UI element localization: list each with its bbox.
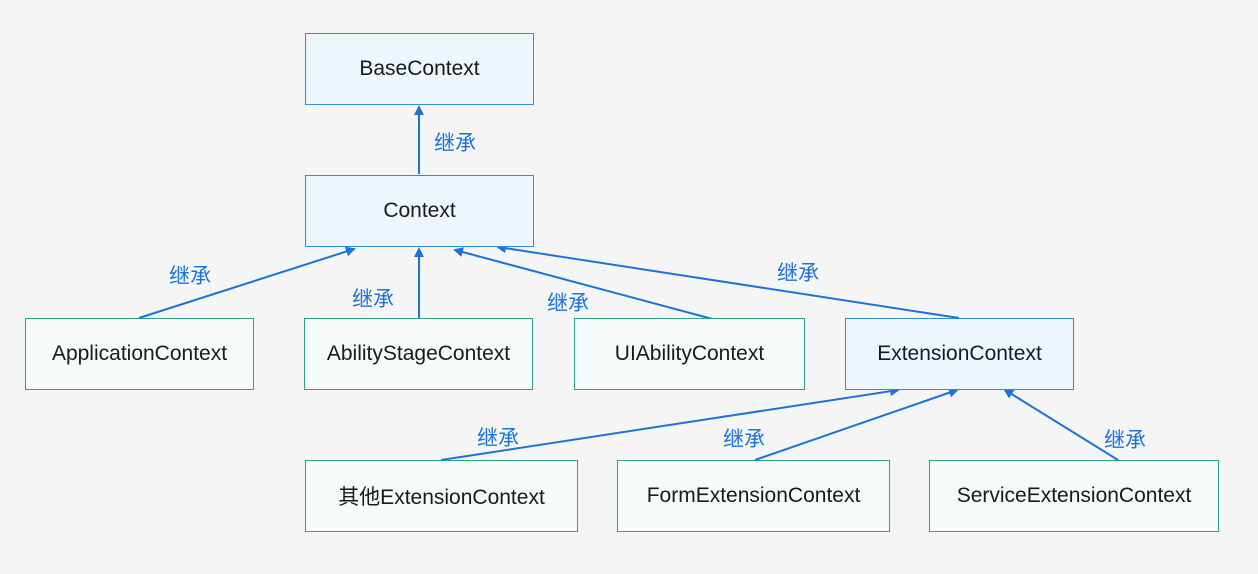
- inheritance-arrow: [1003, 388, 1119, 461]
- edge-label: 继承: [169, 264, 211, 288]
- ability-stage-context-node: AbilityStageContext: [304, 318, 533, 390]
- service-extension-context-node: ServiceExtensionContext: [929, 460, 1219, 532]
- edge-label: 继承: [1104, 428, 1146, 452]
- base-context-node: BaseContext: [305, 33, 534, 105]
- context-node: Context: [305, 175, 534, 247]
- edge-label: 继承: [547, 291, 589, 315]
- application-context-node: ApplicationContext: [25, 318, 254, 390]
- inheritance-arrow: [754, 387, 959, 461]
- edge-label: 继承: [352, 287, 394, 311]
- inheritance-arrow: [440, 386, 900, 461]
- uiability-context-node: UIAbilityContext: [574, 318, 805, 390]
- inheritance-arrow: [496, 243, 960, 319]
- edge-label: 继承: [434, 131, 476, 155]
- edge-label: 继承: [777, 261, 819, 285]
- inheritance-arrow: [453, 247, 721, 322]
- inheritance-arrow: [138, 246, 356, 319]
- edge-label: 继承: [723, 427, 765, 451]
- other-extension-context-node: 其他ExtensionContext: [305, 460, 578, 532]
- form-extension-context-node: FormExtensionContext: [617, 460, 890, 532]
- extension-context-node: ExtensionContext: [845, 318, 1074, 390]
- edge-label: 继承: [477, 426, 519, 450]
